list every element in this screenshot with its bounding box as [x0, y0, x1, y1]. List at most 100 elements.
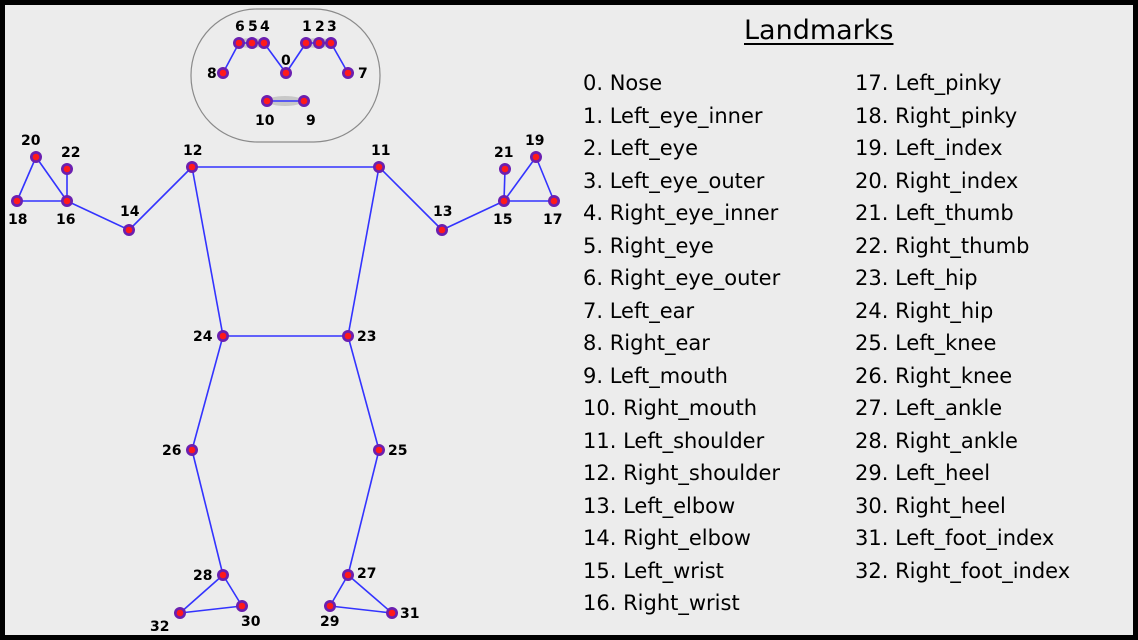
- keypoint-label-10: 10: [255, 113, 275, 129]
- legend-item: 20. Right_index: [855, 168, 1019, 193]
- legend-item: 27. Left_ankle: [855, 396, 1003, 420]
- keypoint-label-21: 21: [494, 145, 513, 161]
- legend-item: 10. Right_mouth: [583, 396, 758, 420]
- keypoint-label-3: 3: [327, 19, 337, 35]
- keypoint-27: [342, 569, 354, 581]
- keypoint-label-19: 19: [525, 133, 544, 149]
- keypoint-label-20: 20: [21, 133, 41, 149]
- legend-title: Landmarks: [744, 15, 894, 46]
- keypoint-12: [186, 161, 198, 173]
- keypoint-10: [261, 95, 273, 107]
- keypoint-22: [61, 163, 73, 175]
- keypoint-7: [342, 67, 354, 79]
- bone-15-19: [503, 156, 537, 202]
- legend-item: 3. Left_eye_outer: [583, 168, 765, 193]
- keypoint-label-27: 27: [357, 566, 376, 582]
- keypoint-9: [298, 95, 310, 107]
- keypoint-11: [373, 161, 385, 173]
- keypoint-label-29: 29: [320, 614, 339, 630]
- keypoint-label-16: 16: [56, 212, 75, 228]
- keypoint-29: [324, 600, 336, 612]
- legend-item: 25. Left_knee: [855, 331, 997, 355]
- legend-item: 19. Left_index: [855, 136, 1003, 160]
- keypoint-label-31: 31: [400, 606, 419, 622]
- keypoint-2: [313, 37, 325, 49]
- keypoint-label-1: 1: [302, 19, 312, 35]
- bone-13-15: [441, 200, 505, 231]
- legend-item: 0. Nose: [583, 71, 663, 95]
- legend-item: 18. Right_pinky: [855, 103, 1018, 128]
- keypoint-label-32: 32: [150, 619, 169, 635]
- legend-item: 16. Right_wrist: [583, 591, 740, 615]
- keypoint-label-11: 11: [371, 143, 390, 159]
- bone-12-24: [191, 166, 224, 337]
- legend-item: 7. Left_ear: [583, 298, 695, 323]
- keypoint-25: [373, 444, 385, 456]
- bone-17-19: [535, 156, 555, 202]
- bone-0-4: [263, 42, 287, 74]
- keypoint-13: [436, 224, 448, 236]
- keypoint-label-25: 25: [388, 443, 407, 459]
- legend-item: 12. Right_shoulder: [583, 461, 780, 485]
- bone-11-13: [378, 166, 443, 231]
- keypoint-14: [123, 224, 135, 236]
- keypoint-26: [186, 444, 198, 456]
- keypoint-label-12: 12: [183, 143, 202, 159]
- legend-item: 5. Right_eye: [583, 233, 714, 258]
- legend-item: 13. Left_elbow: [583, 493, 736, 518]
- keypoint-24: [217, 330, 229, 342]
- keypoint-30: [236, 600, 248, 612]
- legend-item: 30. Right_heel: [855, 493, 1006, 518]
- keypoint-label-7: 7: [358, 66, 368, 82]
- keypoint-18: [11, 195, 23, 207]
- keypoint-label-28: 28: [193, 568, 212, 584]
- bone-18-20: [16, 156, 37, 202]
- keypoint-20: [30, 151, 42, 163]
- bone-23-25: [347, 335, 380, 451]
- bone-27-31: [347, 574, 393, 614]
- keypoint-label-15: 15: [493, 212, 512, 228]
- face-outline: [190, 8, 381, 143]
- legend-item: 23. Left_hip: [855, 266, 978, 290]
- bone-12-14: [128, 166, 193, 231]
- keypoint-label-14: 14: [120, 204, 140, 220]
- bone-26-28: [191, 449, 224, 576]
- bone-24-26: [191, 335, 224, 451]
- keypoint-label-0: 0: [281, 53, 291, 69]
- legend-item: 22. Right_thumb: [855, 233, 1030, 258]
- keypoint-8: [217, 67, 229, 79]
- keypoint-16: [61, 195, 73, 207]
- bone-0-1: [285, 42, 307, 74]
- legend-item: 14. Right_elbow: [583, 526, 751, 550]
- keypoint-label-9: 9: [306, 113, 316, 129]
- bone-14-16: [66, 200, 130, 231]
- keypoint-label-6: 6: [235, 19, 245, 35]
- legend-item: 1. Left_eye_inner: [583, 103, 763, 128]
- keypoint-21: [499, 163, 511, 175]
- keypoint-3: [325, 37, 337, 49]
- keypoint-0: [280, 67, 292, 79]
- keypoint-label-4: 4: [260, 19, 270, 35]
- keypoint-label-22: 22: [61, 145, 80, 161]
- bone-29-31: [329, 605, 393, 614]
- keypoint-label-26: 26: [162, 443, 181, 459]
- legend-item: 29. Left_heel: [855, 461, 991, 485]
- keypoint-15: [498, 195, 510, 207]
- legend-item: 8. Right_ear: [583, 331, 710, 355]
- keypoint-label-5: 5: [248, 19, 258, 35]
- keypoint-17: [548, 195, 560, 207]
- keypoint-label-13: 13: [433, 204, 452, 220]
- keypoint-label-18: 18: [8, 212, 27, 228]
- legend-item: 15. Left_wrist: [583, 558, 724, 583]
- keypoint-23: [342, 330, 354, 342]
- bone-11-23: [347, 166, 380, 337]
- keypoint-label-2: 2: [315, 19, 325, 35]
- keypoint-19: [530, 151, 542, 163]
- keypoint-label-8: 8: [207, 66, 217, 82]
- legend-item: 21. Left_thumb: [855, 201, 1014, 225]
- keypoint-4: [258, 37, 270, 49]
- legend-item: 11. Left_shoulder: [583, 428, 765, 453]
